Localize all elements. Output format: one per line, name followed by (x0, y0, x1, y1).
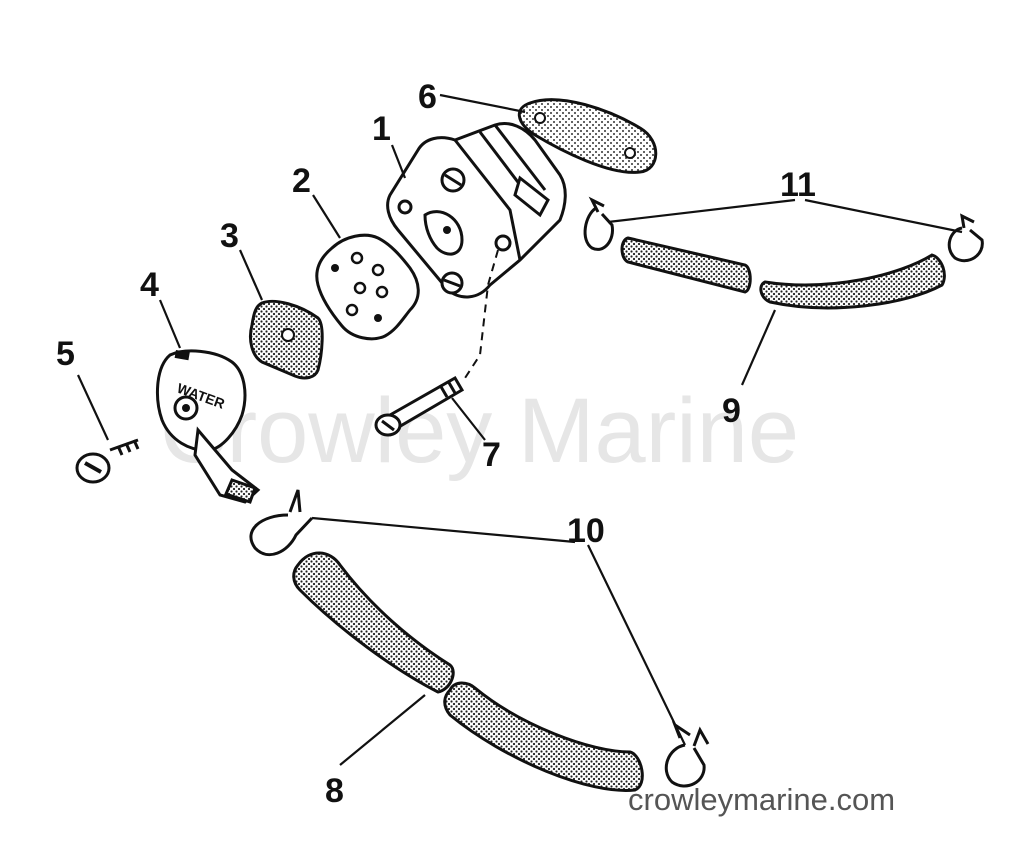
callout-7: 7 (482, 436, 501, 474)
callout-11: 11 (780, 166, 816, 204)
leader-8 (339, 694, 426, 766)
callout-1: 1 (372, 110, 391, 148)
part-1-pump-body (386, 122, 567, 299)
leader-5 (77, 374, 109, 441)
leader-10a (311, 516, 576, 544)
callout-8: 8 (325, 772, 344, 810)
part-10-clamps (249, 489, 710, 788)
website-text: crowleymarine.com (628, 782, 895, 817)
part-5-screw (75, 438, 140, 484)
part-11-clamps (583, 196, 984, 263)
callout-10: 10 (567, 512, 605, 550)
leader-1 (390, 144, 407, 179)
part-2-diaphragm (315, 233, 420, 341)
leader-4 (158, 299, 182, 349)
leader-3 (238, 249, 264, 301)
leader-11a (607, 198, 796, 224)
part-8-hoses (292, 551, 644, 792)
leader-6 (439, 93, 526, 114)
leader-lines (77, 93, 963, 766)
leader-10b (587, 544, 686, 746)
leader-11b (804, 198, 963, 234)
watermark-text: Crowley Marine (160, 380, 799, 482)
callout-9: 9 (722, 392, 741, 430)
callout-2: 2 (292, 162, 311, 200)
callout-6: 6 (418, 78, 437, 116)
part-9-hoses (620, 236, 946, 310)
part-7-screw (374, 249, 499, 437)
callout-4: 4 (140, 266, 159, 304)
leader-2 (312, 194, 341, 239)
callout-3: 3 (220, 217, 239, 255)
callout-numbers: 1 2 3 4 5 6 7 8 9 10 11 (56, 78, 816, 810)
leader-7 (451, 397, 486, 441)
callout-5: 5 (56, 335, 75, 373)
leader-9 (740, 309, 777, 386)
part-3-filter-screen (248, 299, 324, 380)
part-6-gasket (517, 98, 658, 174)
part-4-filter-cover: WATER (156, 349, 261, 504)
